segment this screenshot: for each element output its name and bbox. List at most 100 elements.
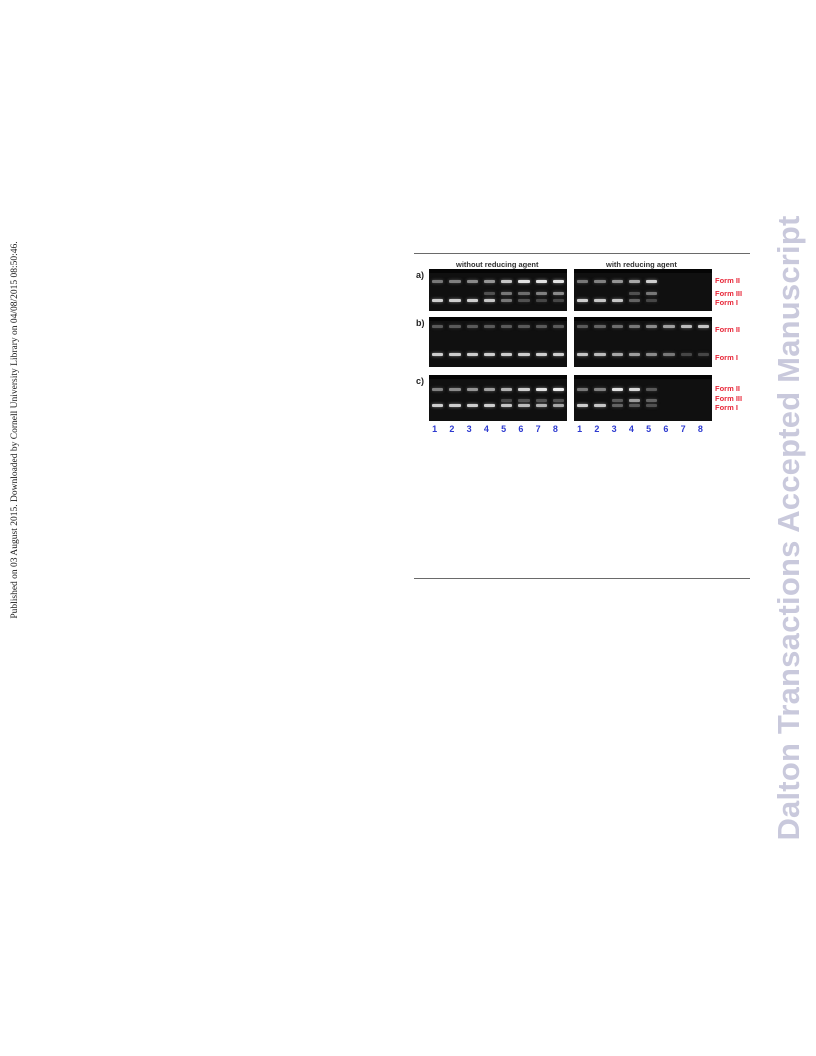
- gel-band: [501, 353, 513, 356]
- form-label: Form II: [715, 276, 741, 285]
- gel-band: [432, 299, 444, 302]
- gel-panel: [429, 269, 567, 311]
- gel-panel: [429, 317, 567, 367]
- gel-band: [483, 404, 495, 407]
- gel-band: [611, 325, 623, 328]
- gel-band: [663, 325, 675, 328]
- gel-band: [449, 388, 461, 391]
- gel-band: [680, 353, 692, 356]
- gel-band: [628, 325, 640, 328]
- gel-band: [628, 299, 640, 302]
- gel-band: [680, 325, 692, 328]
- gel-band: [697, 325, 709, 328]
- gel-band: [466, 280, 478, 283]
- gel-band: [577, 280, 589, 283]
- gel-band: [646, 280, 658, 283]
- gel-band: [535, 299, 547, 302]
- gel-band: [501, 292, 513, 295]
- gel-band: [646, 404, 658, 407]
- gel-band: [628, 292, 640, 295]
- form-label: Form I: [715, 403, 738, 412]
- gel-band: [577, 404, 589, 407]
- lane-number: 1: [577, 424, 583, 434]
- row-label-a: a): [416, 270, 425, 280]
- gel-band: [697, 353, 709, 356]
- gel-band: [594, 299, 606, 302]
- gel-band: [466, 353, 478, 356]
- gel-band: [552, 325, 564, 328]
- gel-band: [535, 292, 547, 295]
- gel-band: [594, 280, 606, 283]
- gel-band: [483, 325, 495, 328]
- lane-number: 3: [611, 424, 617, 434]
- gel-band: [518, 280, 530, 283]
- gel-band: [577, 388, 589, 391]
- gel-band: [552, 292, 564, 295]
- gel-band: [432, 404, 444, 407]
- gel-band: [432, 325, 444, 328]
- gel-panel: [574, 375, 712, 421]
- gel-band: [611, 388, 623, 391]
- gel-band: [628, 353, 640, 356]
- gel-band: [663, 353, 675, 356]
- gel-band: [535, 388, 547, 391]
- gel-band: [646, 388, 658, 391]
- lane-number: 5: [501, 424, 507, 434]
- gel-band: [535, 399, 547, 402]
- gel-band: [501, 325, 513, 328]
- lane-number: 3: [466, 424, 472, 434]
- gel-band: [483, 388, 495, 391]
- form-label: Form I: [715, 353, 738, 362]
- gel-band: [449, 299, 461, 302]
- gel-band: [646, 292, 658, 295]
- gel-band: [628, 280, 640, 283]
- gel-band: [611, 404, 623, 407]
- lane-number: 5: [646, 424, 652, 434]
- gel-band: [594, 325, 606, 328]
- gel-band: [611, 299, 623, 302]
- gel-band: [483, 299, 495, 302]
- gel-band: [501, 399, 513, 402]
- lane-number: 6: [663, 424, 669, 434]
- gel-band: [646, 353, 658, 356]
- gel-band: [611, 280, 623, 283]
- gel-band: [535, 325, 547, 328]
- lane-number: 7: [535, 424, 541, 434]
- gel-band: [535, 280, 547, 283]
- gel-band: [518, 299, 530, 302]
- lane-number: 1: [432, 424, 438, 434]
- gel-band: [594, 353, 606, 356]
- row-label-c: c): [416, 376, 425, 386]
- gel-band: [449, 325, 461, 328]
- gel-band: [552, 404, 564, 407]
- lane-number: 4: [628, 424, 634, 434]
- gel-panel: [574, 317, 712, 367]
- gel-band: [628, 399, 640, 402]
- gel-band: [611, 353, 623, 356]
- lane-number: 8: [552, 424, 558, 434]
- gel-band: [594, 404, 606, 407]
- gel-band: [552, 399, 564, 402]
- gel-band: [501, 299, 513, 302]
- lane-number: 4: [483, 424, 489, 434]
- watermark-text: Dalton Transactions Accepted Manuscript: [771, 215, 806, 841]
- gel-band: [432, 280, 444, 283]
- figure-bottom-rule: [414, 578, 750, 579]
- form-label: Form II: [715, 384, 741, 393]
- gel-panel: [574, 269, 712, 311]
- gel-band: [518, 404, 530, 407]
- form-label: Form III: [715, 289, 743, 298]
- gel-band: [518, 399, 530, 402]
- condition-label-right: with reducing agent: [606, 260, 677, 269]
- gel-band: [466, 299, 478, 302]
- form-label: Form II: [715, 325, 741, 334]
- gel-band: [501, 280, 513, 283]
- gel-band: [432, 353, 444, 356]
- gel-band: [518, 353, 530, 356]
- gel-band: [501, 404, 513, 407]
- gel-band: [483, 280, 495, 283]
- gel-band: [611, 399, 623, 402]
- gel-band: [594, 388, 606, 391]
- lane-number: 2: [594, 424, 600, 434]
- lane-number: 6: [518, 424, 524, 434]
